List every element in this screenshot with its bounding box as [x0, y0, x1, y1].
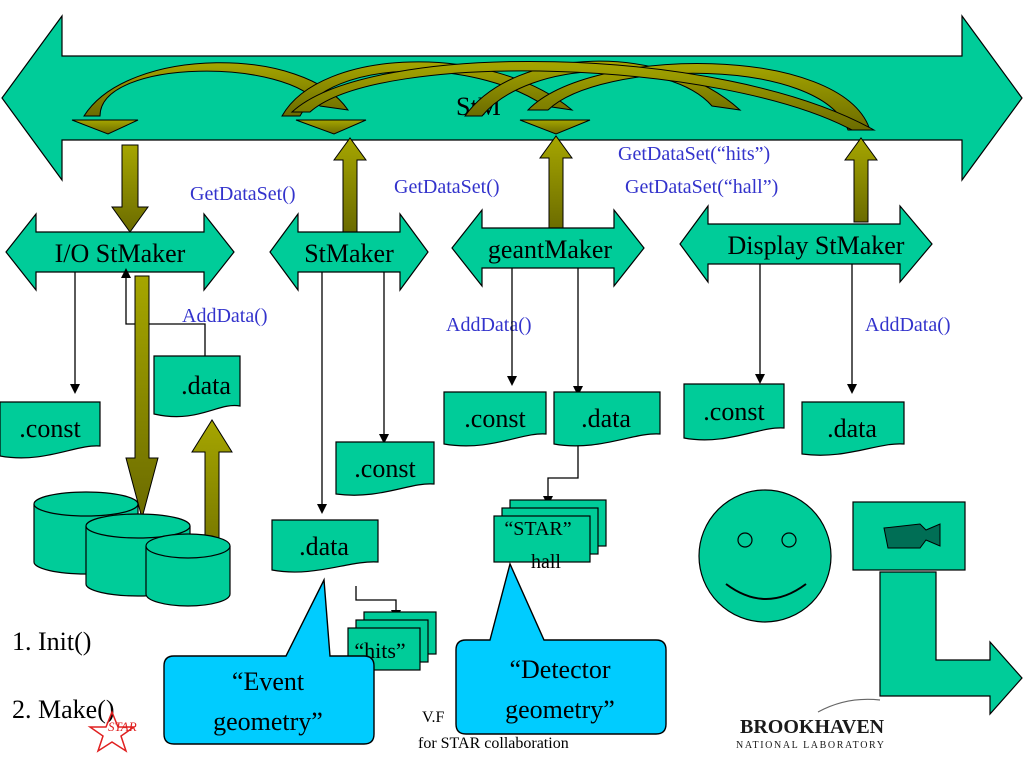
st-data-label: .data: [299, 532, 349, 561]
bent-arrow-icon: [879, 571, 1023, 716]
database-icon: [33, 491, 231, 607]
maker-st-label: StMaker: [304, 239, 394, 268]
event-geometry-callout: “Event geometry”: [163, 577, 375, 745]
io-data-doc: .data: [153, 355, 241, 418]
io-down-arrow: [111, 144, 149, 233]
footer-credit: V.F for STAR collaboration: [418, 709, 569, 752]
io-to-db-arrow: [125, 275, 159, 520]
event-geometry-line1: “Event: [232, 667, 305, 696]
geant-const-doc: .const: [443, 391, 547, 447]
footer-author: V.F: [422, 709, 444, 726]
maker-display-label: Display StMaker: [728, 231, 905, 260]
brookhaven-sub: NATIONAL LABORATORY: [736, 740, 886, 751]
brookhaven-logo: BROOKHAVEN NATIONAL LABORATORY: [736, 698, 886, 751]
display-data-label: .data: [827, 414, 877, 443]
maker-io-label: I/O StMaker: [55, 239, 186, 268]
geant-data-label: .data: [581, 404, 631, 433]
star-hall-stack: “STAR” hall: [493, 499, 607, 573]
star-hall-label-1: “STAR”: [504, 518, 571, 540]
step-labels: 1. Init() 2. Make(): [12, 627, 115, 724]
brookhaven-name: BROOKHAVEN: [740, 716, 885, 738]
star-logo: STAR: [87, 709, 137, 753]
st-up-arrow: [333, 137, 367, 233]
bus-arrow-heads: [71, 119, 591, 135]
st-const-doc: .const: [335, 441, 435, 496]
video-camera-icon: [852, 501, 966, 571]
getdataset-hits-label: GetDataSet(“hits”): [618, 143, 770, 165]
geant-const-label: .const: [464, 404, 526, 433]
getdataset-label-2: GetDataSet(): [394, 176, 500, 198]
maker-io: I/O StMaker: [5, 212, 235, 292]
detector-geometry-callout: “Detector geometry”: [455, 561, 667, 735]
step-make: 2. Make(): [12, 695, 115, 724]
step-init: 1. Init(): [12, 627, 91, 656]
st-data-doc: .data: [271, 519, 379, 573]
io-data-label: .data: [181, 371, 231, 400]
adddata-label-1: AddData(): [182, 305, 268, 327]
getdataset-label-1: GetDataSet(): [190, 183, 296, 205]
display-data-doc: .data: [801, 401, 905, 456]
connector-lines: [74, 264, 853, 610]
getdataset-hall-label: GetDataSet(“hall”): [625, 176, 778, 198]
io-const-label: .const: [19, 414, 81, 443]
method-labels: GetDataSet() GetDataSet() GetDataSet(“hi…: [182, 143, 951, 336]
adddata-label-2: AddData(): [446, 314, 532, 336]
geant-data-doc: .data: [553, 391, 661, 447]
display-const-label: .const: [703, 397, 765, 426]
detector-geometry-line2: geometry”: [505, 695, 615, 724]
event-geometry-line2: geometry”: [213, 707, 323, 736]
curved-arrows: [83, 60, 876, 131]
io-const-doc: .const: [0, 401, 101, 459]
star-hall-label-2: hall: [531, 551, 561, 573]
adddata-label-3: AddData(): [865, 314, 951, 336]
display-const-doc: .const: [683, 383, 785, 441]
maker-geant: geantMaker: [451, 208, 645, 288]
maker-display: Display StMaker: [679, 204, 933, 284]
maker-st: StMaker: [269, 212, 429, 292]
star-logo-text: STAR: [108, 719, 137, 734]
detector-geometry-line1: “Detector: [509, 655, 610, 684]
footer-collab: for STAR collaboration: [418, 735, 569, 752]
st-const-label: .const: [354, 454, 416, 483]
geant-up-arrow: [539, 135, 573, 231]
smiley-face-icon: [698, 489, 832, 623]
maker-geant-label: geantMaker: [488, 235, 613, 264]
display-up-arrow: [844, 137, 878, 223]
